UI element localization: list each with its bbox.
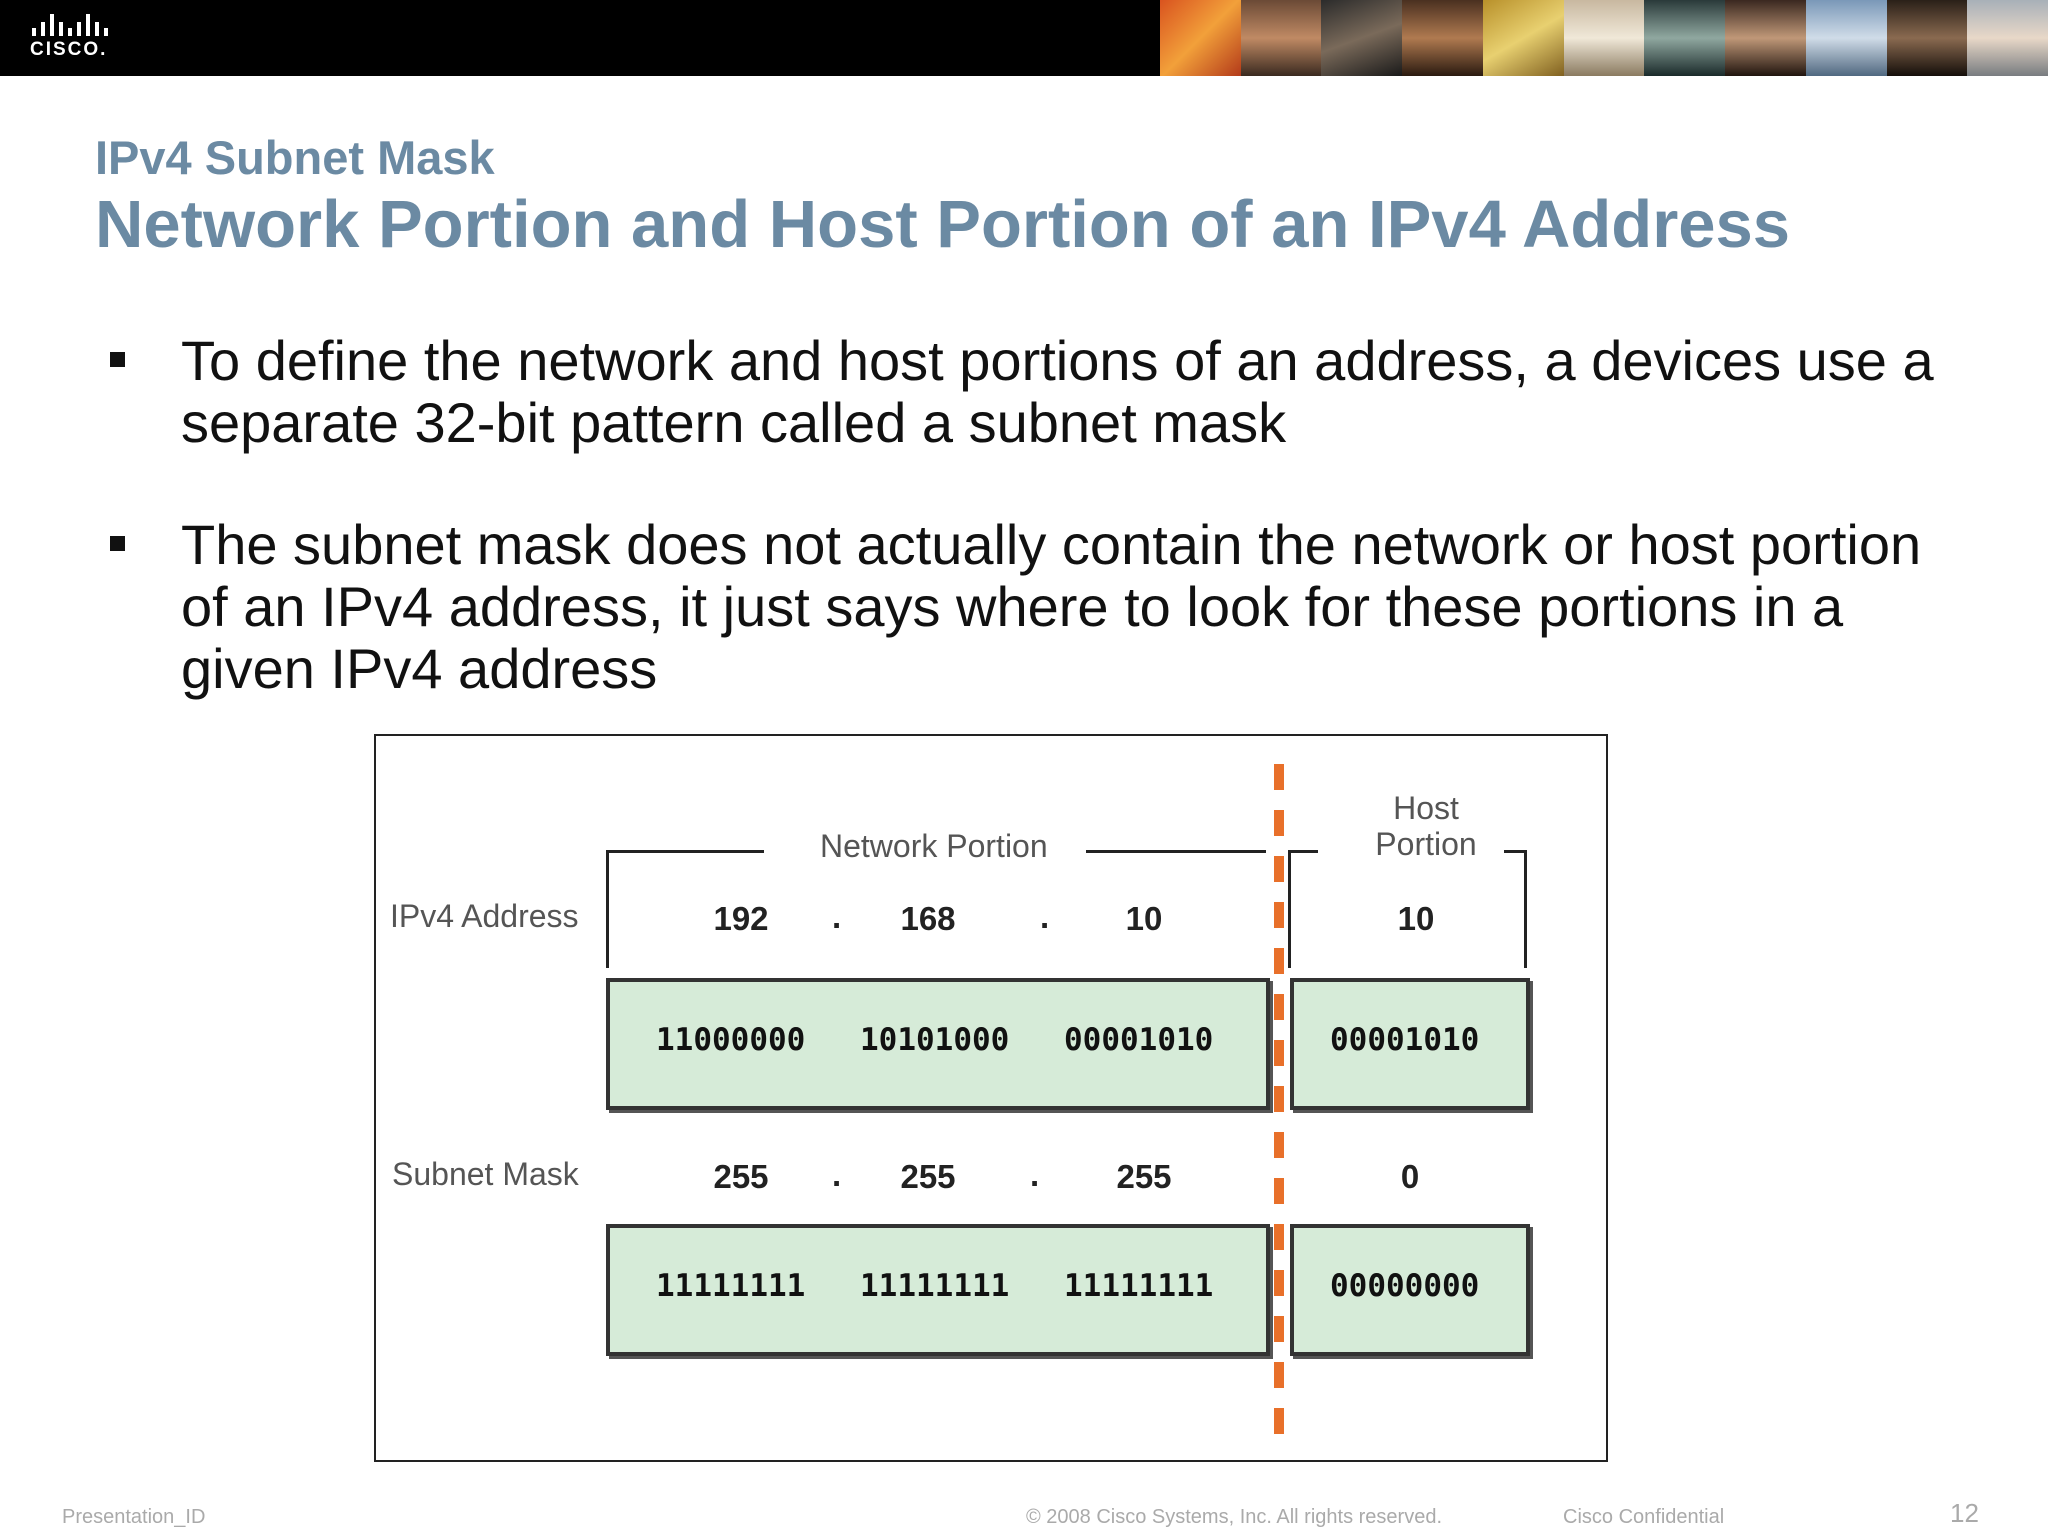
- mask-network-binary-box: [606, 1224, 1270, 1356]
- ipv4-network-binary-box: [606, 978, 1270, 1110]
- ipv4-dot: .: [1040, 898, 1050, 935]
- mask-octet-3: 255: [1116, 1158, 1172, 1195]
- network-portion-label: Network Portion: [820, 828, 1048, 864]
- ipv4-binary-octet-1: 11000000: [656, 1022, 806, 1058]
- mask-binary-octet-2: 11111111: [860, 1268, 1010, 1304]
- host-portion-label-line1: Host: [1393, 790, 1459, 826]
- bullet-text: To define the network and host portions …: [181, 329, 1934, 454]
- host-bracket-left: [1288, 850, 1291, 968]
- mask-dot: .: [832, 1156, 842, 1193]
- ipv4-octet-4: 10: [1397, 900, 1435, 937]
- host-bracket-top-left: [1288, 850, 1318, 853]
- mask-binary-octet-3: 11111111: [1064, 1268, 1214, 1304]
- mask-binary-octet-4: 00000000: [1330, 1268, 1480, 1304]
- network-host-divider: [1274, 764, 1284, 1436]
- page-number: 12: [1950, 1498, 1979, 1528]
- bullet-text: The subnet mask does not actually contai…: [181, 513, 1922, 700]
- slide-title: Network Portion and Host Portion of an I…: [95, 187, 1791, 262]
- subnet-mask-diagram: Network Portion Host Portion IPv4 Addres…: [374, 734, 1608, 1462]
- mask-octet-2: 255: [900, 1158, 956, 1195]
- mask-octet-4: 0: [1400, 1158, 1420, 1195]
- banner-photo-strip: [1160, 0, 2048, 76]
- host-portion-label-line2: Portion: [1375, 826, 1477, 862]
- network-bracket-top-right: [1086, 850, 1266, 853]
- top-banner: CISCO.: [0, 0, 2048, 76]
- ipv4-address-label: IPv4 Address: [390, 898, 579, 934]
- footer-presentation-id: Presentation_ID: [62, 1506, 206, 1528]
- mask-host-binary-box: [1290, 1224, 1530, 1356]
- network-bracket-top-left: [606, 850, 764, 853]
- ipv4-binary-octet-4: 00001010: [1330, 1022, 1480, 1058]
- ipv4-binary-octet-3: 00001010: [1064, 1022, 1214, 1058]
- footer-copyright: © 2008 Cisco Systems, Inc. All rights re…: [1026, 1506, 1443, 1528]
- host-bracket-right: [1524, 850, 1527, 968]
- ipv4-dot: .: [832, 898, 842, 935]
- host-bracket-top-right: [1504, 850, 1526, 853]
- cisco-logo-bars-icon: [32, 14, 120, 36]
- mask-dot: .: [1030, 1156, 1040, 1193]
- ipv4-octet-1: 192: [713, 900, 769, 937]
- cisco-logo: CISCO.: [30, 14, 120, 64]
- mask-binary-octet-1: 11111111: [656, 1268, 806, 1304]
- slide-subtitle: IPv4 Subnet Mask: [95, 131, 495, 184]
- network-bracket-left: [606, 850, 609, 968]
- bullet-square-icon: [110, 536, 125, 551]
- bullet-square-icon: [110, 352, 125, 367]
- ipv4-octet-3: 10: [1125, 900, 1163, 937]
- cisco-logo-text: CISCO.: [30, 39, 108, 60]
- ipv4-host-binary-box: [1290, 978, 1530, 1110]
- ipv4-binary-octet-2: 10101000: [860, 1022, 1010, 1058]
- footer-confidential: Cisco Confidential: [1563, 1506, 1725, 1528]
- subnet-mask-label: Subnet Mask: [392, 1156, 579, 1192]
- ipv4-octet-2: 168: [900, 900, 956, 937]
- mask-octet-1: 255: [713, 1158, 769, 1195]
